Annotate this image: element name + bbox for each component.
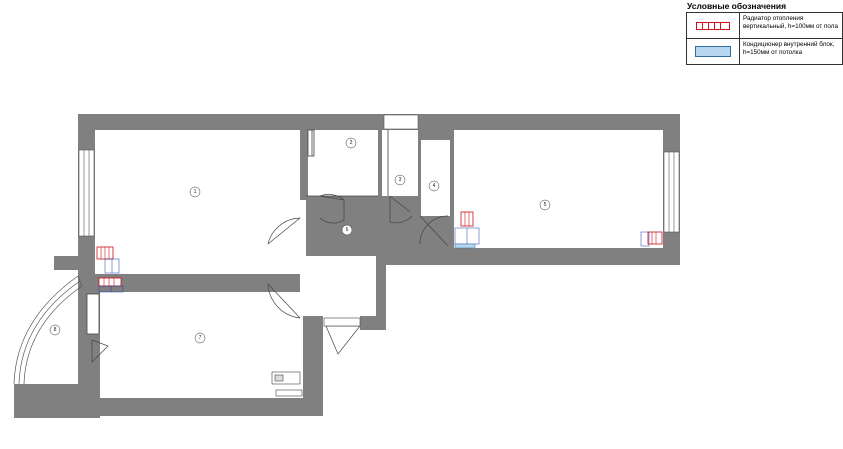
wall-lower-strip	[14, 398, 323, 416]
radiator-room-7	[98, 277, 124, 293]
radiator-room-1	[96, 246, 120, 274]
partitions	[86, 129, 389, 335]
radiator-icon	[696, 21, 730, 30]
doors	[91, 194, 449, 363]
radiator-room-5	[640, 231, 663, 247]
legend-table: Радиатор отопления вертикальный, h=100мм…	[686, 12, 843, 65]
door-room-3	[389, 195, 411, 213]
door-room-4	[419, 215, 449, 247]
room-2-number: 2	[350, 140, 353, 146]
room-4-number: 4	[433, 183, 436, 189]
room-numbers: 1 2 3 4 5 6 7 8	[54, 140, 547, 341]
room-8-number: 8	[54, 327, 57, 333]
door-room-2	[319, 195, 345, 201]
room-7-number: 7	[199, 335, 202, 341]
door-room-7	[267, 283, 301, 319]
legend-title: Условные обозначения	[687, 1, 787, 11]
room-6-number: 6	[346, 227, 349, 233]
kitchen-fixture	[271, 371, 303, 397]
window-bath	[383, 114, 419, 130]
door-entrance	[325, 325, 361, 355]
legend-symbol-cell	[687, 39, 740, 64]
legend-row-radiator: Радиатор отопления вертикальный, h=100мм…	[687, 13, 842, 38]
window-room-5	[663, 151, 680, 233]
room-1-number: 1	[194, 189, 197, 195]
walls	[14, 114, 680, 418]
entrance-opening	[323, 317, 361, 327]
legend-row-ac: Кондиционер внутренний блок, h=150мм от …	[687, 38, 842, 64]
radiator-room-4	[454, 211, 480, 249]
wall-left-block	[54, 114, 680, 416]
ac-unit-icon	[695, 46, 731, 57]
legend-symbol-cell	[687, 13, 740, 38]
door-balcony	[91, 339, 109, 363]
radiators	[96, 211, 663, 293]
room-5-number: 5	[544, 202, 547, 208]
windows	[78, 114, 680, 237]
window-room-1	[78, 149, 95, 237]
room-3-number: 3	[399, 177, 402, 183]
legend: Условные обозначения Радиатор отопления …	[686, 0, 843, 65]
legend-text-ac: Кондиционер внутренний блок, h=150мм от …	[743, 41, 835, 56]
legend-text-radiator: Радиатор отопления вертикальный, h=100мм…	[743, 15, 838, 30]
balcony-glazing	[13, 275, 83, 385]
room-labels	[49, 137, 551, 344]
door-room-1	[267, 217, 301, 245]
